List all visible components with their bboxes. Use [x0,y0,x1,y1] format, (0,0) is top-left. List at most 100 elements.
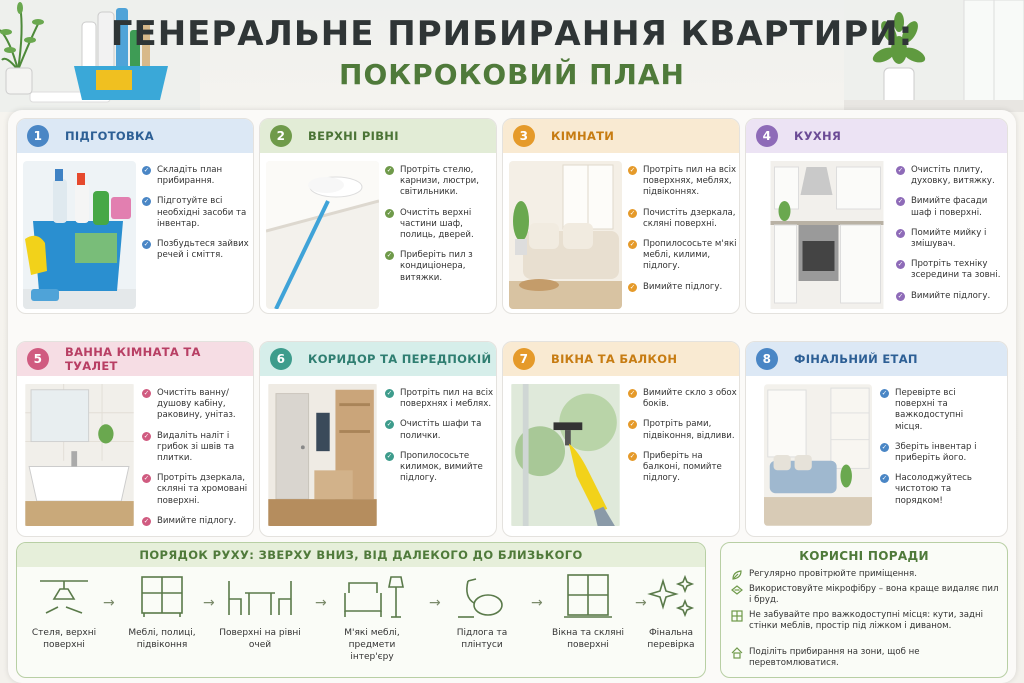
step-number: 8 [756,348,778,370]
list-item: ✓Протріть пил на всіх поверхнях і меблях… [385,388,494,410]
order-of-movement-panel: ПОРЯДОК РУХУ: ЗВЕРХУ ВНИЗ, ВІД ДАЛЕКОГО … [16,542,706,678]
check-icon: ✓ [896,166,905,175]
table-chairs-icon [228,581,292,615]
order-step: М'які меблі, предмети інтер'єру [329,573,415,663]
check-icon: ✓ [142,474,151,484]
step-card-upper-levels: 2 ВЕРХНІ РІВНІ ✓Протріть стелю, карнизи,… [259,118,497,314]
bathroom-image [25,384,134,526]
order-step: Меблі, полиці, підвіконня [119,573,205,651]
list-item: ✓Пропилососьте килимок, вимийте підлогу. [385,450,483,484]
arrow-right-icon: → [531,595,543,611]
clean-living-room-image [764,384,872,526]
check-icon: ✓ [142,166,151,175]
check-icon: ✓ [628,420,637,430]
step-title: КУХНЯ [794,129,842,143]
check-icon: ✓ [628,208,637,218]
step-number: 1 [27,125,49,147]
check-icon: ✓ [628,389,637,398]
cleaning-supplies-image [23,161,136,309]
list-item: ✓Вимийте підлогу. [142,515,237,526]
list-item: ✓Очистіть ванну/душову кабіну, раковину,… [142,388,236,421]
step-number: 4 [756,125,778,147]
ceiling-duster-image [266,161,379,309]
list-item: ✓Помийте мийку і змішувач. [896,227,987,250]
list-item: ✓Протріть техніку зсередини та зовні. [896,259,1001,281]
arrow-right-icon: → [203,595,215,611]
leaf-icon [732,570,742,580]
list-item: ✓Вимийте фасади шаф і поверхні. [896,196,988,218]
check-icon: ✓ [628,451,637,461]
order-step-label: Фінальна перевірка [647,628,695,650]
step-title: ФІНАЛЬНИЙ ЕТАП [794,352,918,366]
step-number: 2 [270,125,292,147]
list-item: ✓Видаліть наліт і грибок зі швів та плит… [142,430,235,464]
home-icon [731,647,743,659]
step-card-windows-balcony: 7 ВІКНА ТА БАЛКОН ✓Вимийте скло з обох б… [502,341,740,537]
order-step: Вікна та скляні поверхні [545,573,631,651]
living-room-image [509,161,622,309]
list-item: ✓Очистіть шафи та полички. [385,419,482,441]
order-step-label: Стеля, верхні поверхні [31,628,97,650]
ceiling-lamp-icon [40,580,88,614]
list-item: ✓Почистіть дзеркала, скляні поверхні. [628,207,736,229]
arrow-right-icon: → [429,595,441,611]
check-icon: ✓ [880,474,889,484]
cleaning-basket-illustration [0,0,200,112]
grid-icon [731,610,743,622]
list-item: ✓Вимийте підлогу. [896,290,991,301]
page-subtitle: ПОКРОКОВИЙ ПЛАН [339,58,685,91]
check-icon: ✓ [385,389,394,398]
order-step-label: Підлога та плінтуси [456,628,508,650]
list-item: ✓Очистіть верхні частини шаф, полиць, дв… [385,207,474,241]
list-item: ✓Протріть пил на всіх поверхнях, меблях,… [628,165,737,198]
check-icon: ✓ [628,166,637,175]
check-icon: ✓ [142,516,151,526]
step-title: ВЕРХНІ РІВНІ [308,129,399,143]
sparkle-icon [647,574,695,618]
cabinet-icon [141,576,183,617]
useful-tips-panel: КОРИСНІ ПОРАДИ Регулярно провітрюйте при… [720,542,1008,678]
list-item: ✓Насолоджуйтесь чистотою та порядком! [880,473,972,506]
step-number: 7 [513,348,535,370]
tip-item: Використовуйте мікрофібру – вона краще в… [731,584,999,606]
order-step-label: М'які меблі, предмети інтер'єру [344,628,400,662]
step-title: ПІДГОТОВКА [65,129,154,143]
step-card-final-stage: 8 ФІНАЛЬНИЙ ЕТАП ✓Перевірте всі поверхні… [745,341,1008,537]
step-title: КІМНАТИ [551,129,615,143]
list-item: ✓Складіть план прибирання. [142,165,223,187]
list-item: ✓Позбудьтеся зайвих речей і сміття. [142,239,249,261]
tip-item: Регулярно провітрюйте приміщення. [732,569,999,580]
check-icon: ✓ [385,251,394,261]
step-title: ВАННА КІМНАТА ТА ТУАЛЕТ [65,345,201,373]
check-icon: ✓ [385,420,394,430]
kitchen-image [770,161,884,309]
window-cleaning-image [511,384,620,526]
list-item: ✓Підготуйте всі необхідні засоби та інве… [142,196,247,229]
tip-item: Не забувайте про важкодоступні місця: ку… [731,610,999,632]
step-title: ВІКНА ТА БАЛКОН [551,352,678,366]
check-icon: ✓ [142,197,151,207]
vacuum-icon [458,578,503,618]
card-header: 2 ВЕРХНІ РІВНІ [260,119,496,153]
list-item: ✓Пропилососьте м'які меблі, килими, підл… [628,239,737,272]
step-card-kitchen: 4 КУХНЯ ✓Очистіть плиту, духовку, витяжк… [745,118,1008,314]
step-card-hallway: 6 КОРИДОР ТА ПЕРЕДПОКІЙ ✓Протріть пил на… [259,341,497,537]
step-number: 6 [270,348,292,370]
check-icon: ✓ [896,228,905,238]
list-item: ✓Вимийте підлогу. [628,281,723,292]
card-header: 3 КІМНАТИ [503,119,739,153]
check-icon: ✓ [896,291,905,301]
tip-item: Поділіть прибирання на зони, щоб не пере… [731,647,999,669]
order-step-label: Вікна та скляні поверхні [552,628,624,650]
list-item: ✓Приберіть на балконі, помийте підлогу. [628,450,722,484]
cloth-icon [731,585,743,595]
check-icon: ✓ [880,389,889,398]
card-header: 5 ВАННА КІМНАТА ТА ТУАЛЕТ [17,342,253,376]
arrow-right-icon: → [635,595,647,611]
card-header: 4 КУХНЯ [746,119,1007,153]
window-icon [564,574,612,618]
list-item: ✓Приберіть пил з кондиціонера, витяжки. [385,250,473,283]
tips-title: КОРИСНІ ПОРАДИ [799,549,929,563]
arrow-right-icon: → [315,595,327,611]
check-icon: ✓ [628,240,637,250]
